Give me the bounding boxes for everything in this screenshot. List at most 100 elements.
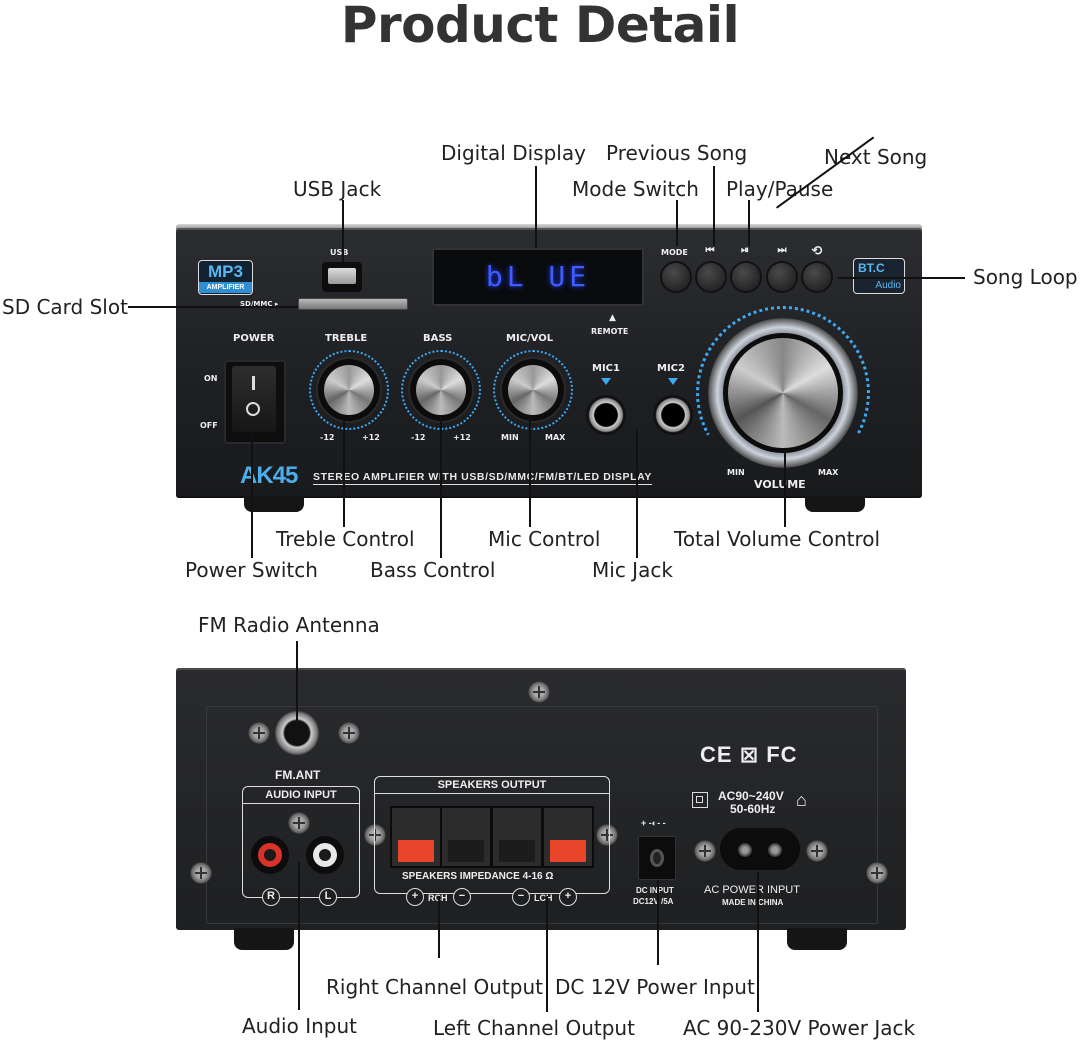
screw-ant-right (338, 722, 360, 744)
treble-label: TREBLE (325, 333, 368, 344)
volume-label: VOLUME (754, 478, 806, 491)
callout-ac-power-jack: AC 90-230V Power Jack (683, 1016, 916, 1040)
power-on-label: ON (204, 374, 218, 383)
speakers-output-label: SPEAKERS OUTPUT (375, 777, 609, 794)
ac-spec-frequency: 50-60Hz (730, 802, 776, 816)
mic-vol-knob[interactable] (508, 365, 558, 415)
callout-next-song: Next Song (824, 145, 928, 169)
leader-mode-switch (676, 200, 678, 246)
callout-sd-card-slot: SD Card Slot (2, 295, 128, 319)
leader-left-channel-output (546, 896, 548, 1012)
mp3-text: MP3 (208, 262, 243, 281)
previous-song-button[interactable] (697, 263, 725, 291)
lch-label: LCH (534, 893, 553, 903)
callout-mic-jack: Mic Jack (592, 558, 673, 582)
callout-power-switch: Power Switch (185, 558, 318, 582)
sd-slot-label: SD/MMC ▸ (240, 300, 279, 308)
screw-audio-input (288, 812, 310, 834)
treble-min: -12 (320, 433, 335, 442)
lch-plus-marker: + (559, 888, 577, 906)
treble-led-ring (309, 350, 389, 430)
callout-digital-display: Digital Display (441, 141, 586, 165)
play-pause-icon: ⏯ (741, 245, 749, 256)
remote-arrow-icon: ▲ (609, 313, 616, 323)
callout-mic-control: Mic Control (488, 527, 601, 551)
mic-vol-max: MAX (545, 433, 566, 442)
digital-display: bL UE (432, 248, 644, 306)
front-foot-left (244, 496, 304, 512)
mic2-arrow-icon (668, 378, 678, 385)
ac-spec-voltage: AC90~240V (718, 789, 784, 803)
audio-text: Audio (875, 280, 901, 291)
model-subtitle: STEREO AMPLIFIER WITH USB/SD/MMC/FM/BT/L… (313, 471, 652, 485)
leader-bass-control (440, 417, 442, 558)
left-minus-terminal[interactable] (493, 808, 541, 866)
callout-previous-song: Previous Song (606, 141, 748, 165)
screw-ac-right (806, 840, 828, 862)
rca-left-marker: L (319, 888, 337, 906)
bluetooth-audio-badge: BT.C Audio (853, 258, 905, 294)
model-logo: AK45 (240, 462, 298, 489)
previous-icon: ⏮ (705, 245, 715, 256)
treble-knob[interactable] (324, 365, 374, 415)
double-insulation-icon (692, 792, 708, 808)
mic2-jack[interactable] (653, 395, 693, 435)
sd-card-slot[interactable] (298, 298, 408, 310)
callout-dc-power-input: DC 12V Power Input (555, 975, 755, 999)
on-mark-icon (252, 376, 255, 390)
right-plus-terminal[interactable] (392, 808, 440, 866)
callout-play-pause: Play/Pause (726, 177, 834, 201)
dc-power-jack[interactable] (638, 836, 676, 880)
mode-button[interactable] (662, 263, 690, 291)
leader-play-pause (748, 200, 750, 246)
screw-speaker-left (364, 824, 386, 846)
next-song-button[interactable] (768, 263, 796, 291)
rca-right-jack[interactable] (251, 836, 289, 874)
usb-port[interactable] (322, 262, 362, 292)
mic-vol-min: MIN (501, 433, 519, 442)
speakers-impedance-label: SPEAKERS IMPEDANCE 4-16 Ω (402, 871, 554, 882)
power-off-label: OFF (200, 421, 218, 430)
screw-top (528, 681, 550, 703)
leader-audio-input (298, 862, 300, 1010)
ac-power-jack[interactable] (718, 826, 802, 872)
mic1-arrow-icon (601, 378, 611, 385)
leader-fm-radio-antenna (296, 641, 298, 721)
speakers-output-box: SPEAKERS OUTPUT (374, 776, 610, 894)
leader-digital-display (535, 166, 537, 248)
audio-input-label: AUDIO INPUT (243, 787, 359, 804)
made-in-label: MADE IN CHINA (722, 898, 784, 907)
lch-minus-marker: − (512, 888, 530, 906)
right-minus-terminal[interactable] (442, 808, 490, 866)
off-mark-icon (246, 402, 260, 416)
callout-song-loop: Song Loop (973, 265, 1078, 289)
volume-knob[interactable] (728, 338, 838, 448)
mic2-label: MIC2 (657, 363, 685, 374)
callout-usb-jack: USB Jack (293, 177, 382, 201)
next-icon: ⏭ (777, 245, 787, 256)
mic-vol-led-ring (493, 350, 573, 430)
screw-speaker-right (596, 824, 618, 846)
bass-knob[interactable] (416, 365, 466, 415)
leader-previous-song (713, 166, 715, 246)
dc-polarity-icon: + -◐- - (641, 818, 666, 828)
song-loop-button[interactable] (803, 263, 831, 291)
mic-vol-label: MIC/VOL (506, 333, 554, 344)
mode-button-label: MODE (661, 248, 688, 257)
rca-left-jack[interactable] (306, 836, 344, 874)
left-plus-terminal[interactable] (544, 808, 592, 866)
indoor-use-icon: ⌂ (796, 790, 807, 810)
callout-right-channel-output: Right Channel Output (326, 975, 543, 999)
amplifier-text: AMPLIFIER (199, 282, 252, 293)
front-panel-top-edge (176, 224, 922, 230)
display-text: bL UE (485, 260, 591, 293)
volume-min: MIN (727, 468, 745, 477)
leader-song-loop (837, 277, 965, 279)
volume-max: MAX (818, 468, 839, 477)
rear-panel-inset (206, 706, 878, 924)
mp3-amplifier-badge: MP3 AMPLIFIER (198, 260, 253, 295)
power-switch[interactable] (232, 366, 276, 432)
callout-treble-control: Treble Control (276, 527, 415, 551)
play-pause-button[interactable] (732, 263, 760, 291)
mic1-jack[interactable] (586, 395, 626, 435)
